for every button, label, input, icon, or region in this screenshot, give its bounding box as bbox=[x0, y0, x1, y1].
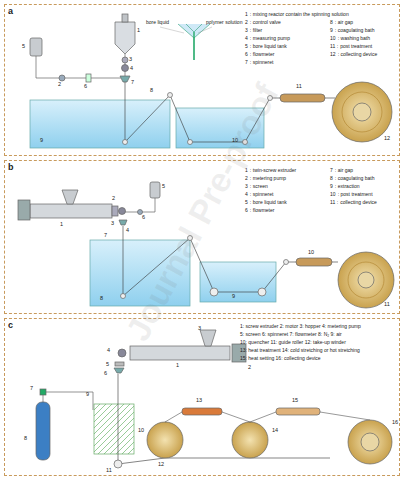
callout-number: 7 bbox=[30, 386, 33, 392]
callout-number: 3 bbox=[129, 57, 132, 63]
legend-item: 15: heat setting 16: collecting device bbox=[240, 356, 321, 361]
callout-number: 11 bbox=[106, 468, 112, 474]
callout-number: 9 bbox=[86, 392, 89, 398]
legend-item: 3：filter bbox=[245, 28, 262, 33]
callout-number: 2 bbox=[112, 196, 115, 202]
callout-number: 15 bbox=[292, 398, 298, 404]
legend-item: 4：measuring pump bbox=[245, 36, 290, 41]
legend-item: 12：collecting device bbox=[330, 52, 377, 57]
callout-number: 6 bbox=[142, 215, 145, 221]
legend-item: 5：bore liquid tank bbox=[245, 200, 287, 205]
callout-number: 10 bbox=[138, 428, 144, 434]
legend-item: 9：coagulating bath bbox=[330, 28, 374, 33]
legend-item: 1：twin-screw extruder bbox=[245, 168, 296, 173]
callout-number: 12 bbox=[384, 136, 390, 142]
callout-number: 3 bbox=[111, 221, 114, 227]
callout-number: 5 bbox=[22, 44, 25, 50]
callout-number: 1 bbox=[60, 222, 63, 228]
callout-number: 6 bbox=[84, 84, 87, 90]
legend-item: 10：washing bath bbox=[330, 36, 370, 41]
legend-item: 2：metering pump bbox=[245, 176, 286, 181]
legend-item: 3：screen bbox=[245, 184, 268, 189]
inset-label: polymer solution bbox=[206, 20, 242, 25]
legend-item: 9：extraction bbox=[330, 184, 359, 189]
callout-number: 1 bbox=[176, 363, 179, 369]
callout-number: 16 bbox=[392, 420, 398, 426]
legend-item: 6：flowmeter bbox=[245, 52, 274, 57]
legend-item: 2：control valve bbox=[245, 20, 281, 25]
inset-label: bore liquid bbox=[146, 20, 169, 25]
legend-item: 5: screen 6: spinneret 7: flowmeter 8: N… bbox=[240, 332, 342, 337]
callout-number: 4 bbox=[126, 228, 129, 234]
legend-item: 1: screw extruder 2: motor 3: hopper 4: … bbox=[240, 324, 361, 329]
callout-number: 8 bbox=[100, 296, 103, 302]
callout-number: 3 bbox=[198, 326, 201, 332]
callout-number: 5 bbox=[106, 362, 109, 368]
callout-number: 8 bbox=[150, 88, 153, 94]
legend-item: 13: heat treatment 14: cold stretching o… bbox=[240, 348, 360, 353]
legend-item: 6：flowmeter bbox=[245, 208, 274, 213]
callout-number: 7 bbox=[131, 80, 134, 86]
callout-number: 4 bbox=[130, 66, 133, 72]
legend-item: 1：mixing reactor contain the spinning so… bbox=[245, 12, 349, 17]
callout-number: 6 bbox=[104, 371, 107, 377]
legend-item: 8：coagulating bath bbox=[330, 176, 374, 181]
legend-item: 10: quencher 11: guide roller 12: take-u… bbox=[240, 340, 346, 345]
legend-item: 4：spinneret bbox=[245, 192, 273, 197]
callout-number: 1 bbox=[137, 28, 140, 34]
callout-number: 4 bbox=[107, 348, 110, 354]
panel-letter: b bbox=[8, 162, 14, 172]
legend-item: 11：collecting device bbox=[330, 200, 377, 205]
legend-item: 10：post treatment bbox=[330, 192, 373, 197]
callout-number: 12 bbox=[158, 462, 164, 468]
callout-number: 2 bbox=[58, 82, 61, 88]
legend-item: 11：post treatment bbox=[330, 44, 372, 49]
callout-number: 5 bbox=[162, 184, 165, 190]
legend-item: 5：bore liquid tank bbox=[245, 44, 287, 49]
legend-item: 7：spinneret bbox=[245, 60, 273, 65]
panel-letter: a bbox=[8, 6, 13, 16]
panel-frame: a bbox=[4, 4, 400, 156]
callout-number: 11 bbox=[296, 84, 302, 90]
panel-letter: c bbox=[8, 320, 13, 330]
legend-item: 7：air gap bbox=[330, 168, 353, 173]
callout-number: 13 bbox=[196, 398, 202, 404]
callout-number: 2 bbox=[248, 365, 251, 371]
callout-number: 9 bbox=[40, 138, 43, 144]
callout-number: 7 bbox=[104, 233, 107, 239]
callout-number: 9 bbox=[232, 294, 235, 300]
callout-number: 14 bbox=[272, 428, 278, 434]
callout-number: 10 bbox=[308, 250, 314, 256]
callout-number: 8 bbox=[24, 436, 27, 442]
callout-number: 11 bbox=[384, 302, 390, 308]
legend-item: 8：air gap bbox=[330, 20, 353, 25]
